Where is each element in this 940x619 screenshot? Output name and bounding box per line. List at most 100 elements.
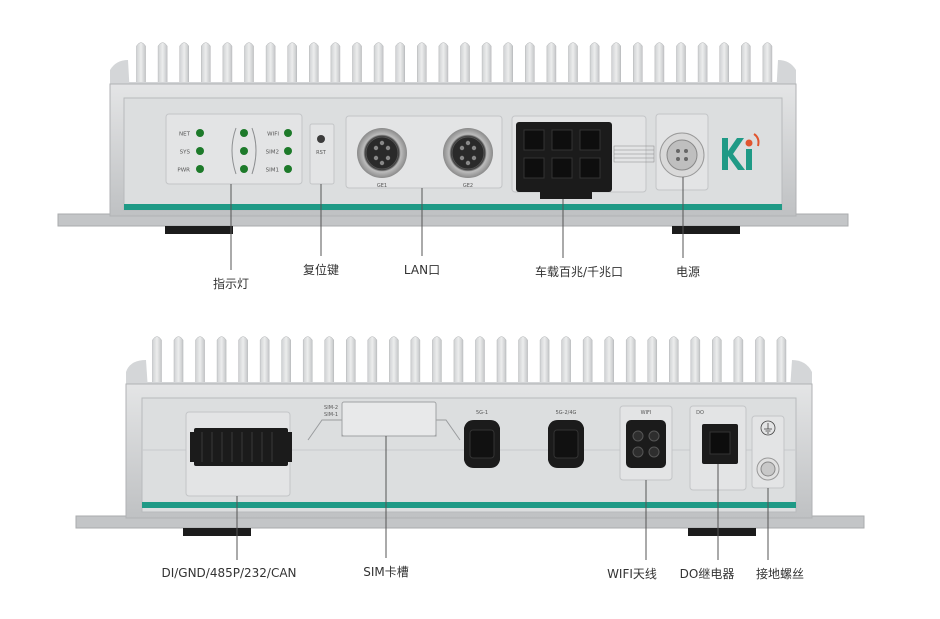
heatsink-fin <box>179 42 190 87</box>
led-pwr <box>196 165 204 173</box>
heatsink-fin <box>475 336 485 387</box>
heatsink-fin <box>410 336 421 387</box>
heatsink-fin <box>367 336 378 387</box>
heatsink-fin <box>719 42 730 87</box>
heatsink-fin <box>697 42 708 87</box>
led-wifi <box>284 129 292 137</box>
wifi-label: WIFI <box>641 410 652 416</box>
heatsink-fin <box>265 42 276 87</box>
heatsink-fin <box>222 42 233 87</box>
ge1-port <box>357 128 407 178</box>
callout-lan: LAN口 <box>403 263 441 277</box>
led-sim2 <box>284 147 292 155</box>
heatsink-fin <box>546 42 557 87</box>
callout-power: 电源 <box>675 265 701 279</box>
led-sim1 <box>284 165 292 173</box>
vehicle-ethernet-connector <box>516 122 612 199</box>
heatsink-fin <box>352 42 362 87</box>
heatsink-fin <box>259 336 270 387</box>
brand-logo <box>722 133 760 170</box>
heatsink-fin <box>669 336 679 387</box>
heatsink-fin <box>654 42 665 87</box>
heatsink-fin <box>216 336 227 387</box>
front-accent-stripe <box>124 204 782 210</box>
heatsink-fin <box>346 336 356 387</box>
callout-ground: 接地螺丝 <box>755 567 805 581</box>
rear-accent-stripe <box>142 502 796 508</box>
reset-button[interactable] <box>317 135 325 143</box>
heatsink-fin <box>589 42 600 87</box>
heatsink-fin <box>481 42 492 87</box>
rear-foot-left <box>183 528 251 536</box>
ge2-port <box>443 128 493 178</box>
antenna-5g1-connector <box>464 420 500 468</box>
heatsink-fin <box>741 42 751 87</box>
led-mid-2 <box>240 147 248 155</box>
heatsink-fin <box>195 336 205 387</box>
led-net <box>196 129 204 137</box>
callout-serial: DI/GND/485P/232/CAN <box>161 566 297 580</box>
heatsink-fin <box>539 336 550 387</box>
heatsink-fin <box>136 42 146 87</box>
heatsink-fin <box>733 336 744 387</box>
reset-panel <box>309 123 335 185</box>
led-label-sim1: SIM1 <box>266 168 279 174</box>
heatsink-fin <box>647 336 658 387</box>
ge1-label: GE1 <box>377 183 387 189</box>
antenna-5g1-label: 5G-1 <box>476 410 488 416</box>
heatsink-fin <box>201 42 211 87</box>
reset-label: RST <box>316 150 327 156</box>
heatsink-fin <box>604 336 614 387</box>
callout-sim-slot: SIM卡槽 <box>363 565 409 579</box>
heatsink-fin <box>762 42 773 87</box>
wifi-antenna-connector <box>626 420 666 468</box>
led-sys <box>196 147 204 155</box>
heatsink-fin <box>568 42 578 87</box>
heatsink-fin <box>287 42 298 87</box>
heatsink-fin <box>496 336 507 387</box>
heatsink-fin <box>611 42 622 87</box>
front-foot-right <box>672 226 740 234</box>
heatsink-fin <box>453 336 464 387</box>
heatsink-fin <box>518 336 528 387</box>
front-foot-left <box>165 226 233 234</box>
callout-indicators: 指示灯 <box>212 277 250 291</box>
led-label-net: NET <box>179 132 191 138</box>
led-label-pwr: PWR <box>177 168 190 174</box>
led-bracket <box>231 127 257 175</box>
heatsink-fin <box>561 336 571 387</box>
heatsink-fin <box>633 42 643 87</box>
callout-do-relay: DO继电器 <box>679 567 735 581</box>
heatsink-fin <box>324 336 335 387</box>
heatsink-fin <box>460 42 470 87</box>
antenna-5g2-connector <box>548 420 584 468</box>
sim-card-slot[interactable] <box>341 401 437 437</box>
ge2-label: GE2 <box>463 183 473 189</box>
heatsink-fin <box>244 42 254 87</box>
do-relay-connector <box>702 424 738 464</box>
heatsink-fin <box>395 42 406 87</box>
heatsink-fin <box>152 336 162 387</box>
serial-connector <box>190 428 292 466</box>
led-label-sys: SYS <box>180 150 191 156</box>
vehicle-ethernet-pin-table <box>613 145 655 163</box>
heatsink-fin <box>676 42 686 87</box>
sim1-label: SIM-1 <box>324 412 338 418</box>
heatsink-fin <box>281 336 291 387</box>
rear-heatsink-fins <box>140 336 798 390</box>
heatsink-fin <box>432 336 442 387</box>
sim2-label: SIM-2 <box>324 405 338 411</box>
rear-foot-right <box>688 528 756 536</box>
antenna-5g2-label: 5G-2/4G <box>556 410 577 416</box>
heatsink-fin <box>582 336 593 387</box>
rear-body-left-curve <box>126 360 148 390</box>
heatsink-fin <box>238 336 248 387</box>
led-label-wifi: WIFI <box>267 132 279 138</box>
callout-vehicle-ethernet: 车载百兆/千兆口 <box>534 265 624 279</box>
heatsink-fin <box>302 336 313 387</box>
led-mid-1 <box>240 129 248 137</box>
heatsink-fin <box>525 42 535 87</box>
front-heatsink-fins <box>124 42 784 90</box>
led-mid-3 <box>240 165 248 173</box>
